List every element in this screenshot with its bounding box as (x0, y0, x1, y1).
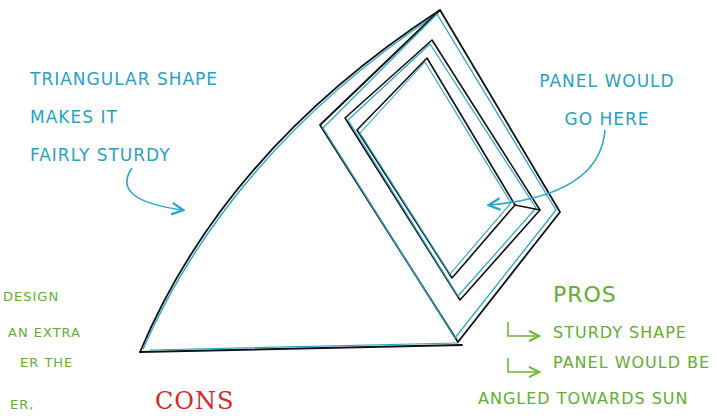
cons-heading: CONS (155, 386, 234, 417)
leader-arrow (490, 130, 605, 205)
note-fragment: AN EXTRA (8, 324, 81, 341)
pros-item: STURDY SHAPE (553, 322, 687, 343)
note-fragment: DESIGN (3, 288, 59, 305)
bullet-arrow (508, 322, 538, 336)
leader-arrow (127, 168, 182, 210)
pros-heading: PROS (553, 280, 617, 309)
triangle-stand (140, 10, 560, 352)
pros-item: PANEL WOULD BE ANGLED TOWARDS SUN (478, 345, 710, 417)
note-text: PANEL WOULD GO HERE (507, 62, 707, 138)
note-text: TRIANGULAR SHAPE MAKES IT FAIRLY STURDY (30, 60, 218, 174)
note-fragment: ER THE (20, 354, 73, 371)
bullet-arrow (508, 358, 538, 372)
note-fragment: ER, (10, 396, 34, 413)
